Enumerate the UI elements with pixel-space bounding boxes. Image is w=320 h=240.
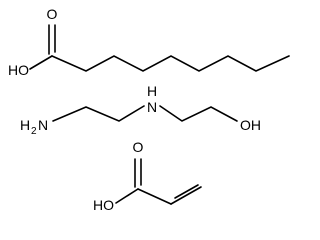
bond-c2-c3-a: [170, 186, 202, 205]
bond-c1-c2: [137, 188, 172, 205]
hydroxyl-label: HO: [93, 197, 114, 213]
amine-chain-left: [52, 105, 145, 122]
secondary-amine-h-label: H: [147, 83, 157, 99]
amino-subscript-label: 2: [31, 126, 37, 137]
structure-canvas: O HO H 2 N H N OH O HO: [8, 6, 290, 213]
amino-n-label: N: [38, 117, 48, 133]
secondary-amine-n-label: N: [147, 99, 157, 115]
octanoyl-chain: [51, 55, 290, 72]
ethanol-hydroxyl-label: OH: [240, 117, 261, 133]
bond-c2-c3-b: [174, 184, 199, 199]
amine-chain-right: [159, 105, 238, 122]
carbonyl-oxygen-label: O: [47, 6, 58, 22]
aminoethylaminoethanol-structure: H 2 N H N OH: [20, 83, 261, 137]
carbonyl-oxygen-label: O: [133, 139, 144, 155]
amino-h-label: H: [20, 117, 30, 133]
octanoic-acid-structure: O HO: [8, 6, 290, 78]
hydroxyl-label: HO: [8, 62, 29, 78]
acrylic-acid-structure: O HO: [93, 139, 202, 213]
chemical-structures: O HO H 2 N H N OH O HO: [8, 6, 290, 213]
bond-c1-oh: [115, 188, 139, 204]
bond-c1-oh: [29, 55, 53, 70]
